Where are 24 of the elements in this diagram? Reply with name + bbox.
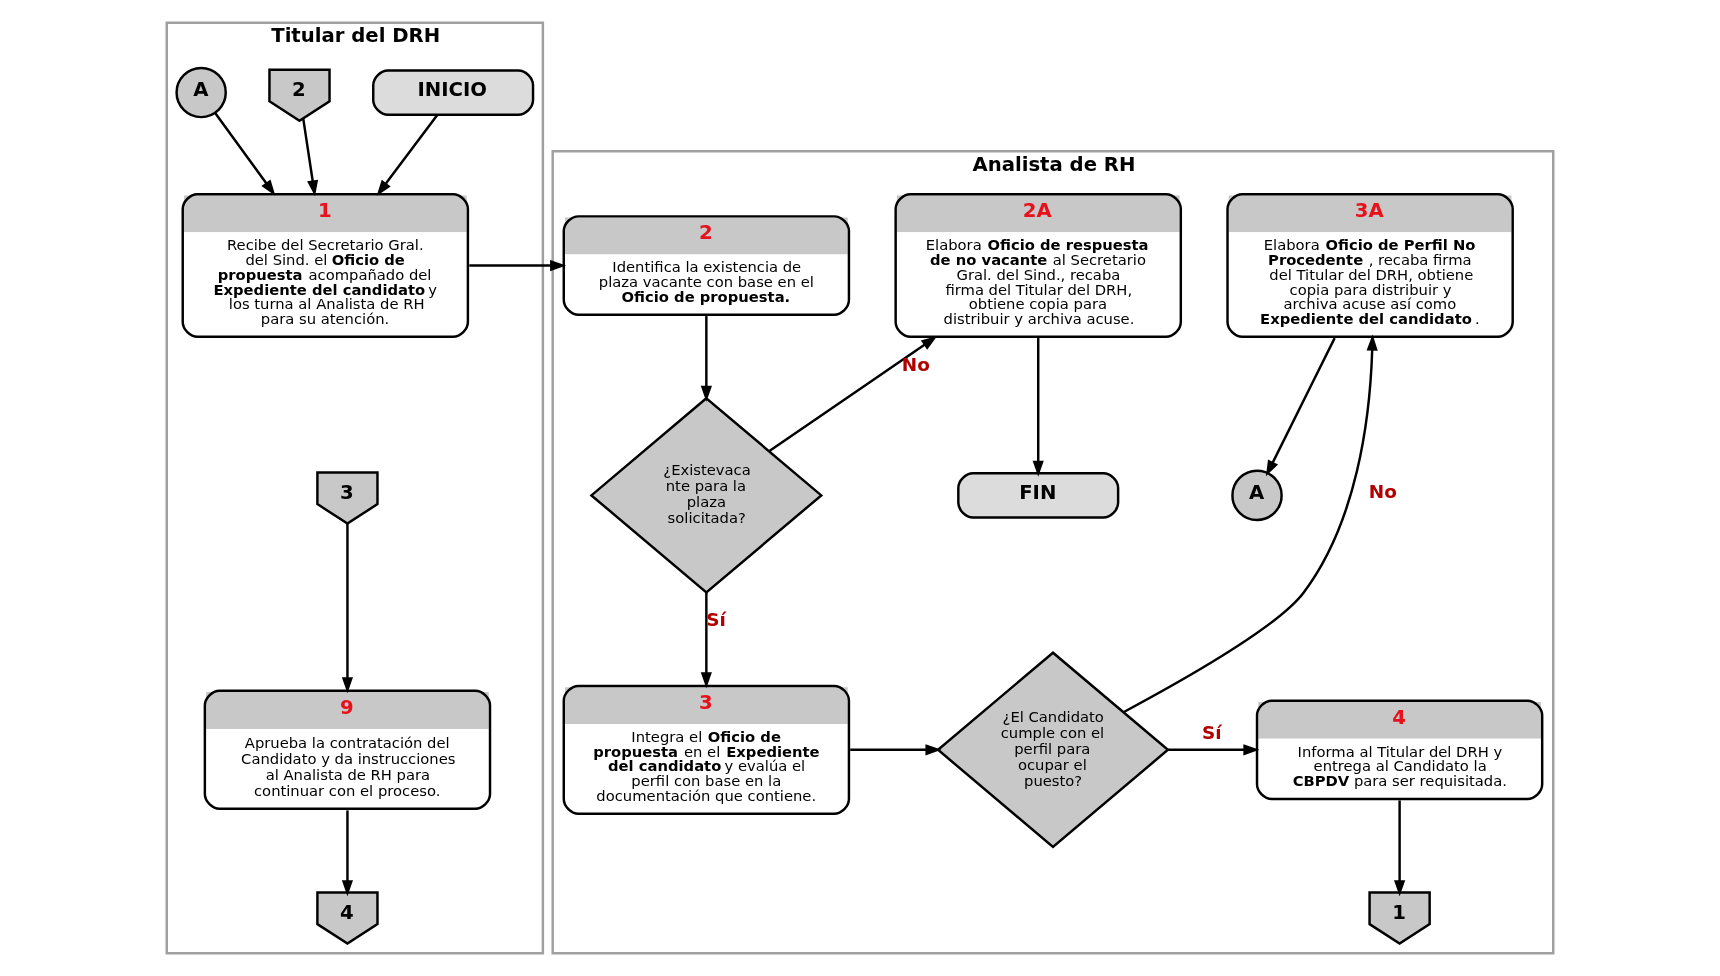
arrow [1394,800,1406,897]
arrow [768,335,938,453]
edge-label: Sí [1202,721,1222,743]
arrow [341,523,354,694]
arrow [700,592,712,689]
arrow [302,118,319,197]
node-box: INICIO [372,69,535,116]
node-diamond: ¿El Candidato cumple con el perfil para ocupar el puesto? [936,651,1170,849]
arrow [700,316,712,402]
edge-label: No [1368,481,1397,503]
arrow [1032,338,1044,477]
arrow [214,112,276,196]
edge-label: No [901,354,930,376]
arrow [376,113,439,196]
arrow [469,259,567,272]
arrow [1265,337,1336,477]
arrow [1167,744,1260,756]
arrow [1122,334,1378,714]
node-circle: A [175,66,227,119]
node-box: FIN [957,472,1120,519]
arrow [341,810,354,897]
node-circle: A [1231,469,1283,522]
node-diamond: ¿Existevaca nte para la plaza solicitada? [589,396,824,595]
arrow [850,744,942,756]
